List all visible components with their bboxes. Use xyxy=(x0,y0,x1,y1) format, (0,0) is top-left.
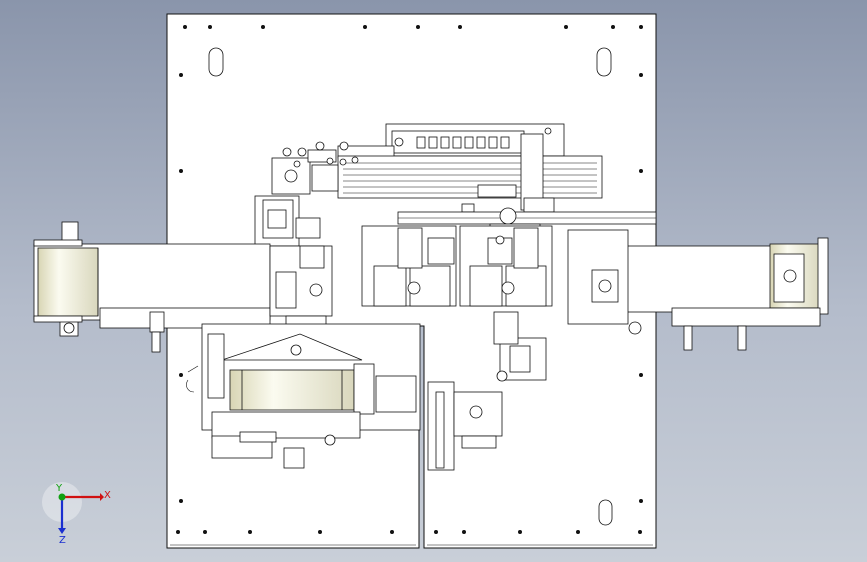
drive-motor-block xyxy=(271,141,359,195)
upper-left-bracket xyxy=(254,195,321,247)
central-tower xyxy=(269,245,333,327)
y-axis-dot xyxy=(58,493,66,501)
center-sorting-module xyxy=(361,225,553,307)
lower-center-actuator xyxy=(427,311,547,471)
plate-screws xyxy=(176,25,643,534)
x-axis-label: X xyxy=(104,490,111,501)
y-axis-label: Y xyxy=(55,483,63,494)
mounting-slots xyxy=(208,47,613,526)
z-axis-label: Z xyxy=(59,535,66,546)
right-conveyor xyxy=(567,229,829,351)
top-linear-module xyxy=(337,123,603,213)
axis-triad: X Y Z xyxy=(42,482,111,546)
lower-left-unit xyxy=(186,323,421,469)
